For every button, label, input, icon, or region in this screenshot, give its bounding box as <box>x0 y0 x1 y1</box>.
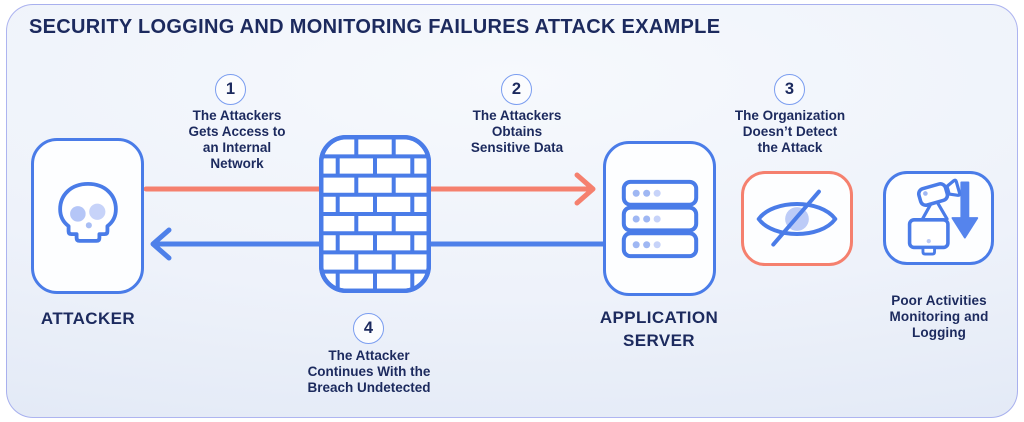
firewall-node <box>319 135 431 298</box>
step-1-number: 1 <box>225 80 236 98</box>
step-4-label: The Attacker Continues With the Breach U… <box>307 348 431 395</box>
no-detection-node <box>741 171 853 266</box>
attacker-node <box>31 138 144 294</box>
monitoring-node <box>883 171 994 265</box>
step-2-label: The Attackers Obtains Sensitive Data <box>470 108 564 155</box>
flow-arrows <box>143 172 606 261</box>
step-3-circle: 3 <box>774 74 805 105</box>
step-2-number: 2 <box>511 80 522 98</box>
step-4-circle: 4 <box>353 313 384 344</box>
skull-icon <box>57 182 118 243</box>
application-server-node <box>603 141 716 296</box>
application-server-label: APPLICATION SERVER <box>599 308 719 350</box>
step-1-label: The Attackers Gets Access to an Internal… <box>188 108 286 171</box>
step-3-label: The Organization Doesn’t Detect the Atta… <box>734 108 846 155</box>
server-stack-icon <box>621 179 698 258</box>
eye-slash-icon <box>756 189 838 247</box>
step-3-number: 3 <box>784 80 795 98</box>
step-2-circle: 2 <box>501 74 532 105</box>
attacker-label: ATTACKER <box>40 309 136 328</box>
step-4-number: 4 <box>363 319 374 337</box>
diagram-panel: SECURITY LOGGING AND MONITORING FAILURES… <box>6 4 1018 418</box>
step-1-circle: 1 <box>215 74 246 105</box>
surveillance-logging-icon <box>907 178 978 256</box>
diagram-title: SECURITY LOGGING AND MONITORING FAILURES… <box>29 16 721 38</box>
monitoring-label: Poor Activities Monitoring and Logging <box>889 293 989 340</box>
firewall-icon <box>319 135 431 294</box>
